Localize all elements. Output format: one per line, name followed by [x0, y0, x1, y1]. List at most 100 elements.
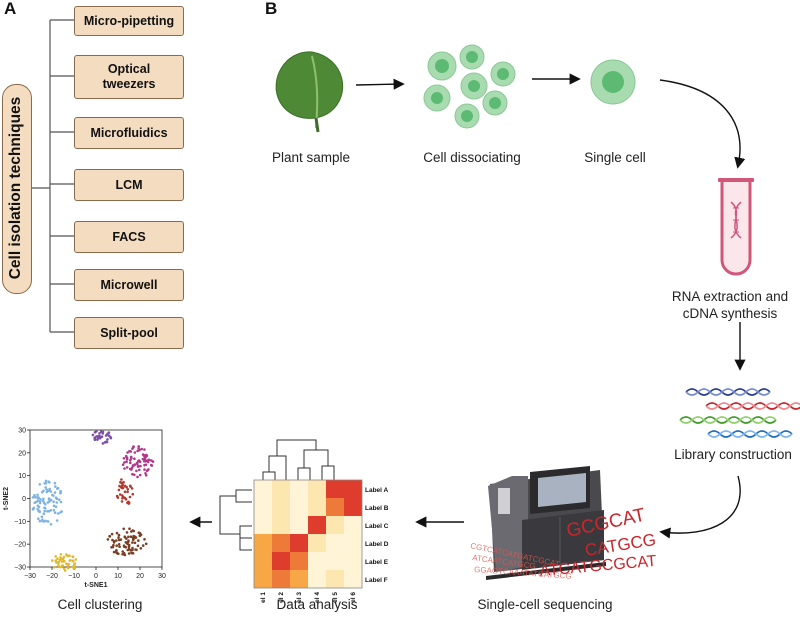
technique-optical-tweezers: Optical tweezers — [74, 55, 184, 99]
tsne-point — [129, 535, 133, 538]
tsne-point — [112, 550, 116, 554]
heatmap-cell — [272, 498, 290, 516]
sequencer-machine-icon — [486, 466, 606, 580]
tsne-point — [59, 489, 62, 493]
tsne-point — [129, 455, 133, 459]
tsne-point — [36, 504, 40, 507]
tsne-point — [134, 548, 137, 551]
test-tube-icon — [718, 178, 754, 276]
heatmap-cell — [272, 480, 290, 498]
arrow-cell-to-tube — [659, 79, 746, 169]
tsne-point — [123, 461, 126, 464]
tsne-point — [58, 498, 61, 502]
caption-plant-sample: Plant sample — [271, 150, 351, 165]
tsne-point — [138, 468, 141, 472]
tsne-point — [57, 564, 60, 568]
tsne-point — [122, 457, 126, 460]
tsne-point — [52, 508, 56, 512]
heatmap-cell — [272, 570, 290, 588]
tsne-point — [123, 467, 126, 470]
tsne-point — [135, 469, 138, 473]
tsne-point — [42, 512, 46, 515]
tsne-point — [131, 492, 135, 496]
technique-microfluidics: Microfluidics — [74, 117, 184, 149]
tsne-point — [38, 499, 42, 503]
heatmap-cell — [272, 552, 290, 570]
tsne-point — [142, 454, 146, 457]
tsne-point — [136, 465, 140, 468]
tsne-point — [42, 501, 46, 505]
tsne-point — [137, 445, 140, 448]
tsne-point — [42, 489, 45, 493]
tsne-point — [144, 474, 148, 477]
tsne-point — [100, 435, 104, 438]
tsne-point — [54, 505, 58, 508]
tsne-x-tick-label: −10 — [68, 573, 80, 580]
tsne-point — [56, 512, 60, 515]
tsne-point — [123, 553, 127, 557]
tsne-point — [131, 541, 134, 544]
tsne-x-tick-label: 10 — [114, 573, 122, 580]
tsne-point — [123, 490, 127, 494]
leaf-icon — [275, 51, 344, 133]
tsne-point — [120, 500, 124, 503]
tsne-point — [44, 481, 48, 485]
tsne-point — [54, 485, 57, 488]
tsne-y-tick-label: 10 — [18, 473, 26, 480]
tsne-point — [38, 519, 42, 523]
tsne-point — [46, 520, 49, 523]
tsne-point — [43, 519, 47, 523]
tsne-point — [65, 562, 68, 565]
tsne-point — [33, 495, 37, 499]
heatmap-cell — [308, 534, 326, 552]
tsne-point — [137, 531, 141, 534]
tsne-point — [37, 517, 40, 520]
tsne-point — [143, 459, 146, 463]
tsne-point — [53, 491, 57, 494]
tsne-point — [61, 564, 65, 568]
tsne-point — [126, 542, 129, 546]
tsne-point — [124, 541, 128, 544]
tsne-point — [126, 548, 130, 552]
tsne-point — [49, 498, 53, 502]
tsne-point — [62, 555, 66, 559]
heatmap-cell — [326, 534, 344, 552]
heatmap-col-label: Label 4 — [314, 592, 321, 603]
tsne-point — [143, 468, 146, 471]
tsne-point — [139, 464, 142, 468]
arrow-library-to-sequencing — [659, 475, 741, 539]
tsne-x-tick-label: 30 — [158, 573, 166, 580]
tsne-point — [126, 451, 129, 454]
tsne-point — [133, 541, 137, 545]
tsne-point — [122, 545, 126, 548]
tsne-point — [128, 527, 131, 530]
tsne-point — [31, 508, 35, 511]
tsne-point — [69, 559, 72, 562]
tsne-point — [49, 523, 53, 526]
heatmap-cell — [254, 480, 272, 498]
tsne-point — [117, 552, 120, 555]
tsne-point — [133, 473, 136, 477]
tsne-y-tick-label: 30 — [18, 428, 26, 435]
heatmap-cell — [344, 516, 362, 534]
tsne-point — [71, 559, 75, 563]
tsne-point — [59, 553, 63, 556]
dna-fragments-icon — [679, 388, 800, 438]
tsne-y-tick-label: 0 — [22, 496, 26, 503]
tsne-point — [36, 493, 39, 497]
tsne-point — [121, 494, 124, 497]
tsne-point — [54, 496, 58, 499]
heatmap-cell — [290, 480, 308, 498]
tsne-point — [43, 506, 46, 510]
tsne-point — [129, 485, 132, 488]
heatmap-cell — [254, 498, 272, 516]
heatmap-cell — [254, 516, 272, 534]
tsne-point — [93, 436, 96, 439]
tsne-point — [68, 554, 71, 557]
arrow-leaf-to-cells — [355, 78, 405, 90]
tsne-point — [53, 511, 57, 514]
heatmap-cell — [308, 498, 326, 516]
tsne-point — [145, 454, 149, 458]
